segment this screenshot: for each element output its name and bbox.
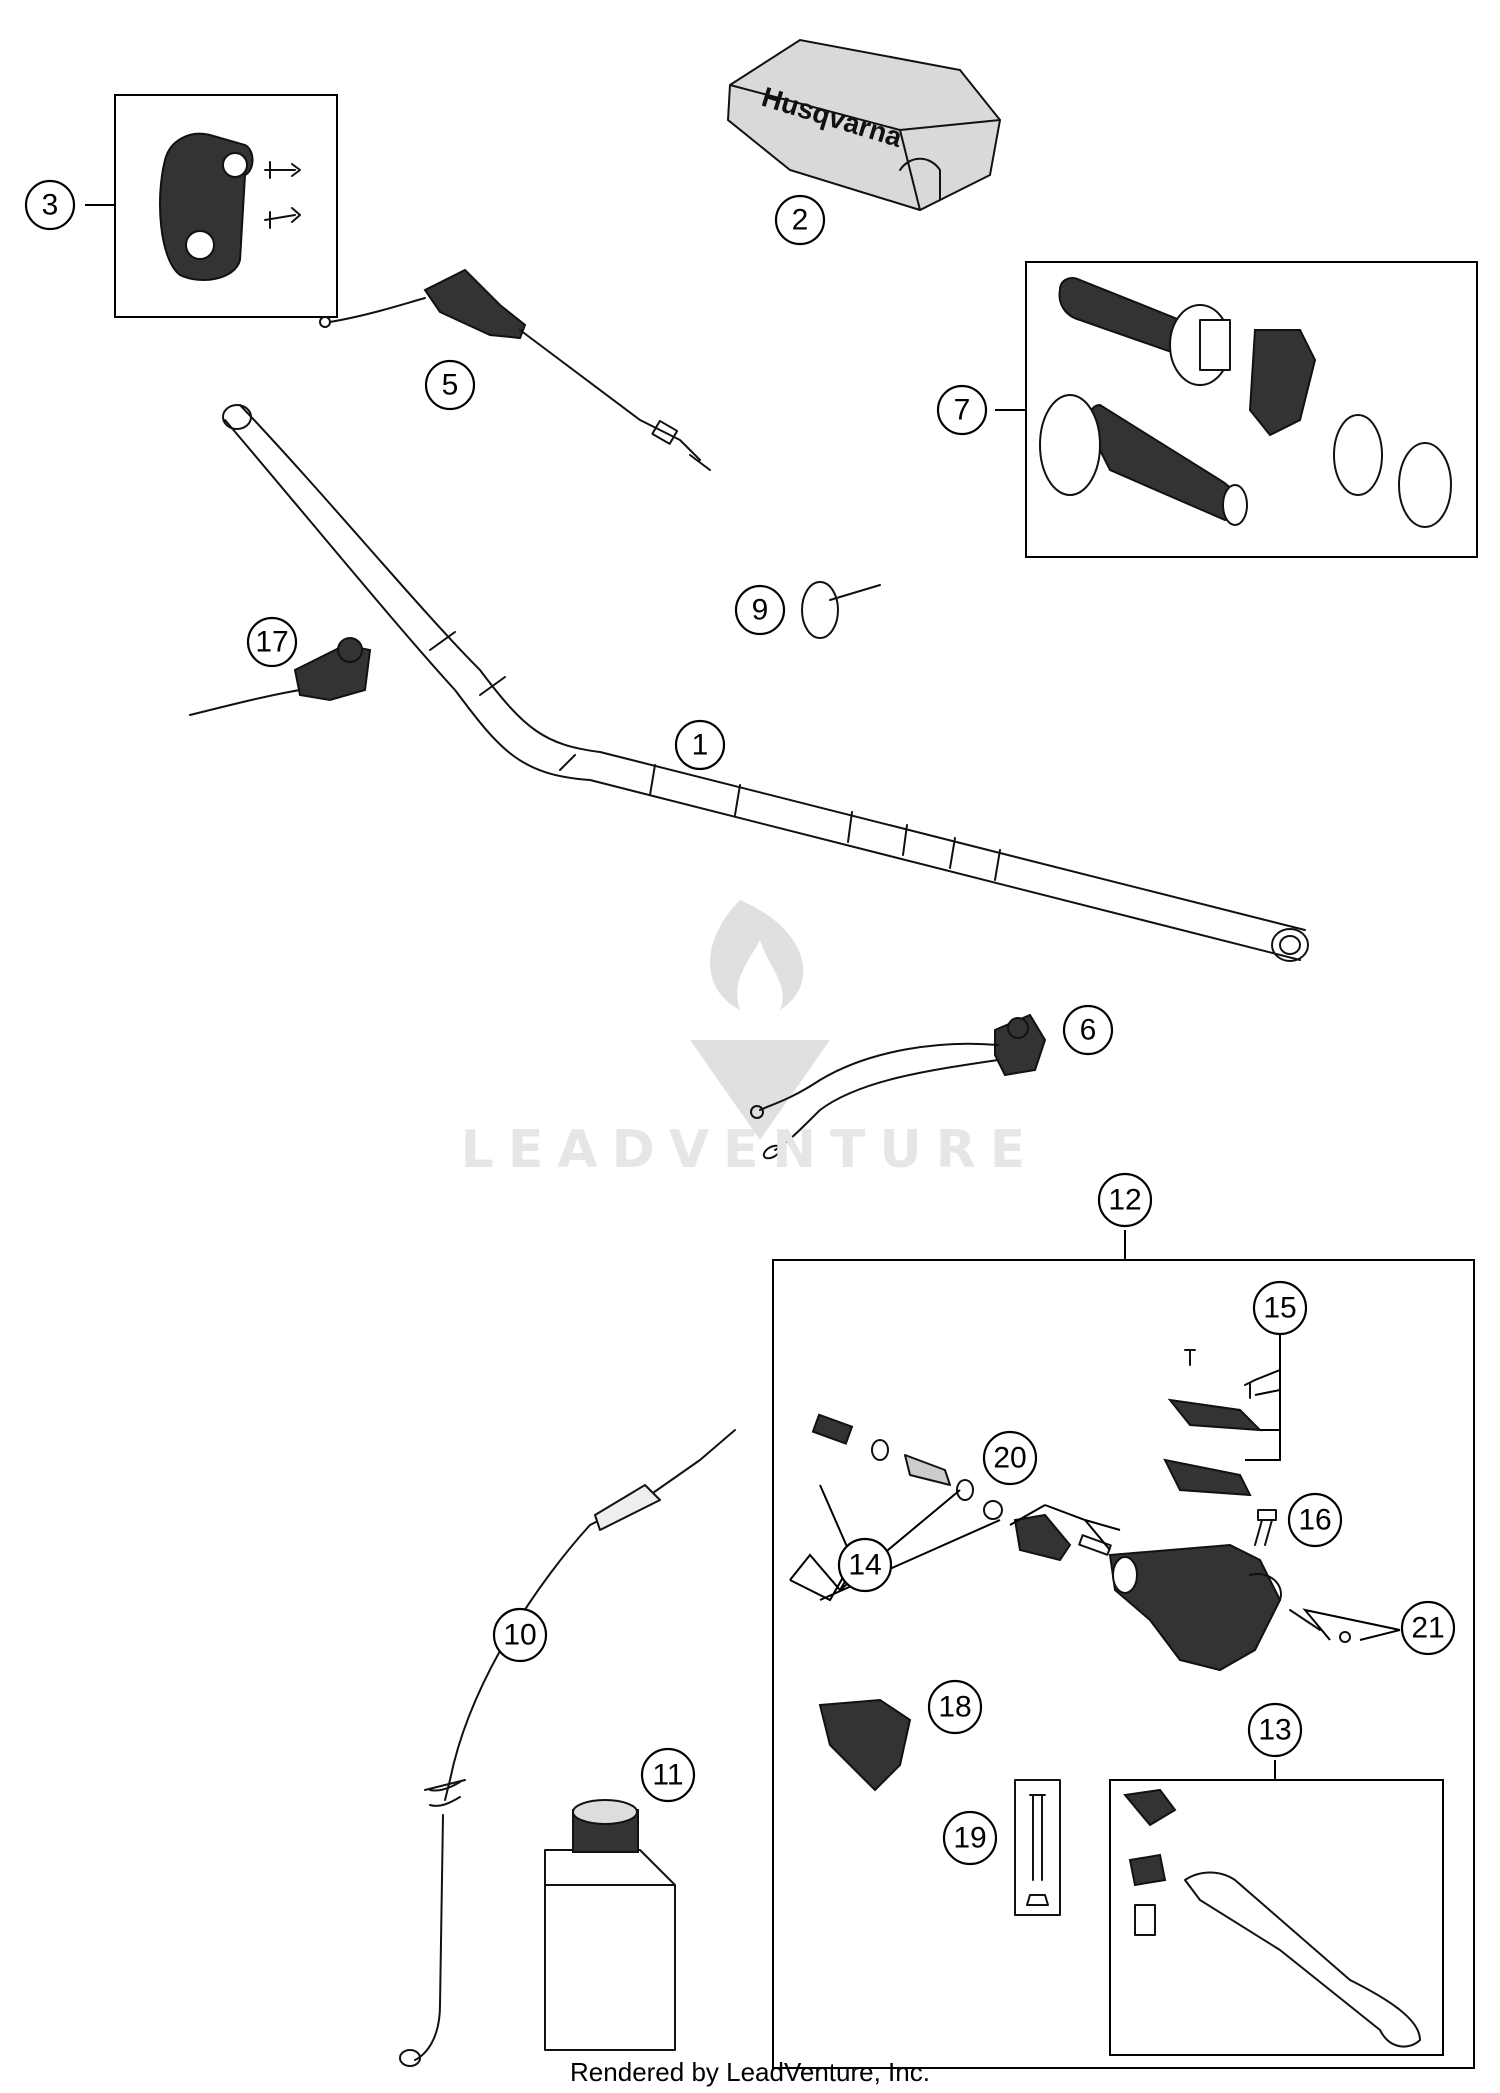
callout-10: 10 <box>492 1607 548 1663</box>
callout-9: 9 <box>734 584 786 636</box>
line-break-symbol <box>424 1779 466 1791</box>
leader-lines <box>85 204 1401 1780</box>
callout-10-label: 10 <box>503 1619 536 1652</box>
callout-18: 18 <box>927 1679 983 1735</box>
bolt-kit-part-19 <box>1014 1779 1061 1916</box>
callout-1-label: 1 <box>692 729 709 762</box>
callout-2: 2 <box>774 194 826 246</box>
callout-3: 3 <box>24 179 76 231</box>
callout-16-label: 16 <box>1298 1504 1331 1537</box>
callout-2-label: 2 <box>792 204 809 237</box>
callout-21-label: 21 <box>1411 1612 1444 1645</box>
part-12-box <box>772 1259 1475 2069</box>
bolt-part-16 <box>1254 1509 1277 1546</box>
callout-15-label: 15 <box>1263 1292 1296 1325</box>
callout-17: 17 <box>246 616 298 668</box>
callout-16: 16 <box>1287 1492 1343 1548</box>
watermark-logo <box>690 900 830 1140</box>
callout-5-label: 5 <box>442 369 459 402</box>
callout-6: 6 <box>1062 1004 1114 1056</box>
kill-switch-part-6 <box>750 1013 1047 1160</box>
callout-6-label: 6 <box>1080 1014 1097 1047</box>
callout-20: 20 <box>982 1430 1038 1486</box>
callout-12: 12 <box>1097 1172 1153 1228</box>
grips-part-7 <box>1039 277 1452 528</box>
fluid-bottle-part-11 <box>544 1799 676 2051</box>
callout-11: 11 <box>640 1747 696 1803</box>
switch-part-17 <box>189 637 372 716</box>
callout-1: 1 <box>674 719 726 771</box>
guard-part-18 <box>818 1698 912 1792</box>
callout-21: 21 <box>1400 1600 1456 1656</box>
callout-13-label: 13 <box>1258 1714 1291 1747</box>
callout-5: 5 <box>424 359 476 411</box>
reservoir-cap-part-15 <box>1163 1349 1263 1497</box>
callout-9-label: 9 <box>752 594 769 627</box>
callout-14: 14 <box>837 1537 893 1593</box>
bar-clamp-part-3 <box>159 132 301 281</box>
callout-11-label: 11 <box>652 1759 683 1792</box>
callout-13: 13 <box>1247 1702 1303 1758</box>
lever-part-13 <box>1123 1788 1421 2048</box>
part-13-box <box>1109 1779 1444 2056</box>
handlebar-part-1 <box>222 404 1309 962</box>
boot-part-20 <box>1013 1513 1112 1562</box>
callout-20-label: 20 <box>993 1442 1026 1475</box>
callout-3-label: 3 <box>42 189 59 222</box>
callout-14-label: 14 <box>848 1549 881 1582</box>
watermark-brand: LEADVENTURE <box>460 1120 1040 1180</box>
callout-7-label: 7 <box>954 394 971 427</box>
throttle-cable-part-5 <box>319 268 711 471</box>
callout-7: 7 <box>936 384 988 436</box>
pin-clip-part-21 <box>1289 1609 1351 1643</box>
callout-18-label: 18 <box>938 1691 971 1724</box>
master-cylinder-part-12 <box>1108 1543 1282 1672</box>
callout-19-label: 19 <box>953 1822 986 1855</box>
bar-pad-part-2: Husqvarna <box>726 38 1002 212</box>
callout-15: 15 <box>1252 1280 1308 1336</box>
callout-17-label: 17 <box>255 626 288 659</box>
piston-kit-part-14 <box>811 1413 1003 1520</box>
footer-credit: Rendered by LeadVenture, Inc. <box>570 2057 930 2087</box>
cable-tie-part-9 <box>801 581 881 639</box>
callout-12-label: 12 <box>1108 1184 1141 1217</box>
callout-19: 19 <box>942 1810 998 1866</box>
